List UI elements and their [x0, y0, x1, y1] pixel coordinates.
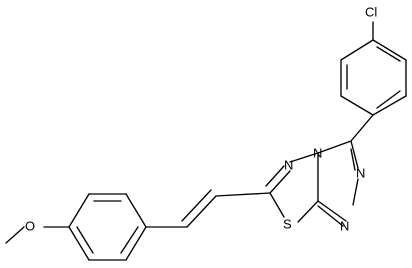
bond-ring1: [340, 95, 374, 116]
bond-vinyl-double: [181, 189, 212, 222]
bond-ring2: [125, 193, 147, 228]
atom-o: O: [25, 218, 35, 233]
bond-ring1-inner: [376, 46, 401, 62]
bond-o-ch3: [5, 226, 25, 244]
bonds: [5, 21, 407, 261]
bond-n-c3-double: [350, 148, 356, 171]
bond-ring2-inner: [120, 226, 139, 254]
atom-labels: Cl N N N N S O: [25, 4, 377, 233]
bond-n-c3: [350, 140, 359, 169]
bond-ring1: [372, 39, 407, 61]
bond-ring1: [340, 39, 374, 61]
bond-c3-n4: [317, 140, 352, 154]
atom-n-right-bottom: N: [340, 218, 349, 233]
bond-n-c6: [269, 170, 291, 194]
bond-ring1: [372, 95, 407, 116]
bond-n4-n: [289, 152, 319, 163]
bond-vinyl: [186, 195, 217, 228]
bond-ring2: [68, 193, 90, 228]
bond-s-c8a: [297, 200, 319, 223]
atom-cl: Cl: [365, 4, 377, 19]
atom-n-left: N: [284, 157, 293, 172]
bond-ring2: [68, 226, 90, 261]
bond-c8a-n: [317, 200, 347, 222]
bond-c8a-n-double: [317, 205, 344, 227]
bond-ring2: [125, 226, 147, 261]
bond-ring2-inner: [76, 226, 94, 254]
bond-n-c6-double: [265, 165, 285, 187]
bond-aryl-triazole: [350, 114, 374, 142]
bond-n-n: [352, 178, 359, 206]
bond-c6-s: [269, 192, 285, 218]
bond-c6-vinyl: [215, 192, 271, 197]
atom-s: S: [283, 216, 292, 231]
atom-n-bridge: N: [313, 145, 322, 160]
bond-ring1-inner: [376, 90, 401, 109]
atom-n-right-top: N: [356, 165, 365, 180]
